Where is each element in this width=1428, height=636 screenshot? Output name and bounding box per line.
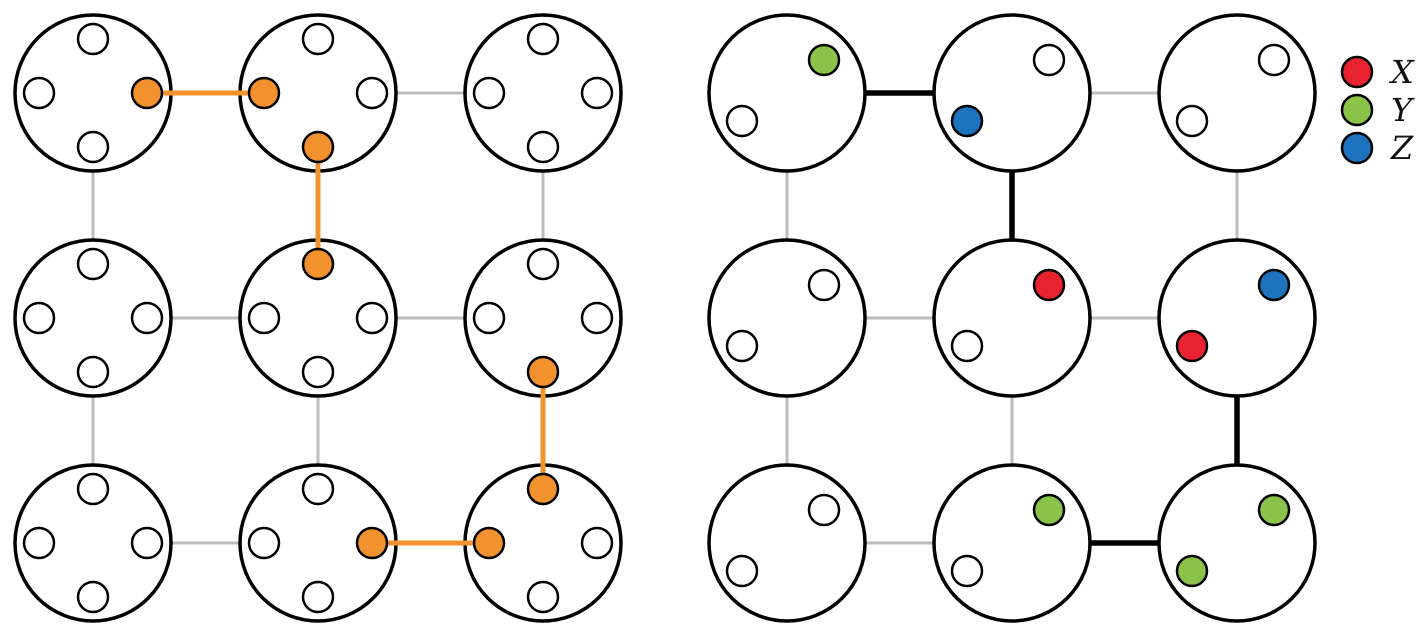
left-port-0-0-S xyxy=(76,130,110,164)
right-qubit-a-y xyxy=(1032,493,1066,527)
right-qubit-a-x xyxy=(1032,268,1066,302)
left-port-1-1-N-active xyxy=(301,247,335,281)
legend-item-y: Y xyxy=(1340,91,1415,129)
left-port-0-1-S-active xyxy=(301,130,335,164)
left-port-1-2-S-active xyxy=(526,355,560,389)
left-port-0-0-W xyxy=(22,76,56,110)
right-node-ring xyxy=(707,13,867,173)
left-port-2-2-W-active xyxy=(472,526,506,560)
right-qubit-b-empty xyxy=(1175,104,1209,138)
right-node-1-1 xyxy=(932,238,1092,398)
left-port-1-0-W xyxy=(22,301,56,335)
legend-label-z: Z xyxy=(1390,129,1414,167)
right-qubit-b-y xyxy=(1175,554,1209,588)
left-port-2-2-S xyxy=(526,580,560,614)
right-qubit-a-y xyxy=(807,43,841,77)
left-port-1-0-S xyxy=(76,355,110,389)
right-qubit-a-y xyxy=(1257,493,1291,527)
right-qubit-b-x xyxy=(1175,329,1209,363)
left-port-2-2-E xyxy=(580,526,614,560)
right-qubit-b-empty xyxy=(950,329,984,363)
left-port-2-1-W xyxy=(247,526,281,560)
legend-item-z: Z xyxy=(1340,129,1414,167)
left-port-0-1-N xyxy=(301,22,335,56)
right-qubit-b-empty xyxy=(950,554,984,588)
left-port-1-2-W xyxy=(472,301,506,335)
right-node-ring xyxy=(932,238,1092,398)
left-port-0-2-N xyxy=(526,22,560,56)
left-node-ring xyxy=(13,463,173,623)
right-qubit-b-empty xyxy=(725,104,759,138)
legend-swatch-y xyxy=(1340,93,1374,127)
legend-swatch-z xyxy=(1340,131,1374,165)
right-node-ring xyxy=(1157,463,1317,623)
left-port-2-0-N xyxy=(76,472,110,506)
left-lattice-panel xyxy=(13,13,623,623)
left-node-ring xyxy=(463,13,623,173)
right-node-2-0 xyxy=(707,463,867,623)
left-port-2-0-W xyxy=(22,526,56,560)
left-node-2-0 xyxy=(13,463,173,623)
right-node-2-1 xyxy=(932,463,1092,623)
right-qubit-a-empty xyxy=(1032,43,1066,77)
legend: XYZ xyxy=(1340,53,1415,167)
left-port-0-1-E xyxy=(355,76,389,110)
left-port-1-0-E xyxy=(130,301,164,335)
right-lattice-panel xyxy=(707,13,1317,623)
left-node-1-0 xyxy=(13,238,173,398)
left-port-2-1-E-active xyxy=(355,526,389,560)
right-qubit-b-empty xyxy=(725,329,759,363)
right-node-2-2 xyxy=(1157,463,1317,623)
left-node-0-2 xyxy=(463,13,623,173)
left-port-1-1-W xyxy=(247,301,281,335)
right-node-0-0 xyxy=(707,13,867,173)
left-port-1-0-N xyxy=(76,247,110,281)
left-port-1-2-N xyxy=(526,247,560,281)
legend-label-x: X xyxy=(1388,53,1415,91)
right-qubit-b-empty xyxy=(725,554,759,588)
left-port-2-0-E xyxy=(130,526,164,560)
right-qubit-b-z xyxy=(950,104,984,138)
right-qubit-a-empty xyxy=(1257,43,1291,77)
left-port-0-1-W-active xyxy=(247,76,281,110)
right-node-ring xyxy=(932,463,1092,623)
right-node-0-1 xyxy=(932,13,1092,173)
left-port-2-1-S xyxy=(301,580,335,614)
left-node-ring xyxy=(13,238,173,398)
left-port-0-2-S xyxy=(526,130,560,164)
left-port-0-0-E-active xyxy=(130,76,164,110)
left-port-0-0-N xyxy=(76,22,110,56)
left-port-0-2-E xyxy=(580,76,614,110)
right-node-0-2 xyxy=(1157,13,1317,173)
left-port-1-1-E xyxy=(355,301,389,335)
right-qubit-a-empty xyxy=(807,493,841,527)
legend-swatch-x xyxy=(1340,55,1374,89)
right-node-ring xyxy=(1157,13,1317,173)
legend-label-y: Y xyxy=(1391,91,1415,129)
right-node-1-0 xyxy=(707,238,867,398)
legend-item-x: X xyxy=(1340,53,1415,91)
right-node-1-2 xyxy=(1157,238,1317,398)
right-node-ring xyxy=(932,13,1092,173)
left-port-1-1-S xyxy=(301,355,335,389)
left-port-0-2-W xyxy=(472,76,506,110)
right-qubit-a-z xyxy=(1257,268,1291,302)
left-port-2-1-N xyxy=(301,472,335,506)
right-node-ring xyxy=(707,238,867,398)
left-port-2-2-N-active xyxy=(526,472,560,506)
left-port-2-0-S xyxy=(76,580,110,614)
left-port-1-2-E xyxy=(580,301,614,335)
right-node-ring xyxy=(1157,238,1317,398)
right-node-ring xyxy=(707,463,867,623)
right-qubit-a-empty xyxy=(807,268,841,302)
